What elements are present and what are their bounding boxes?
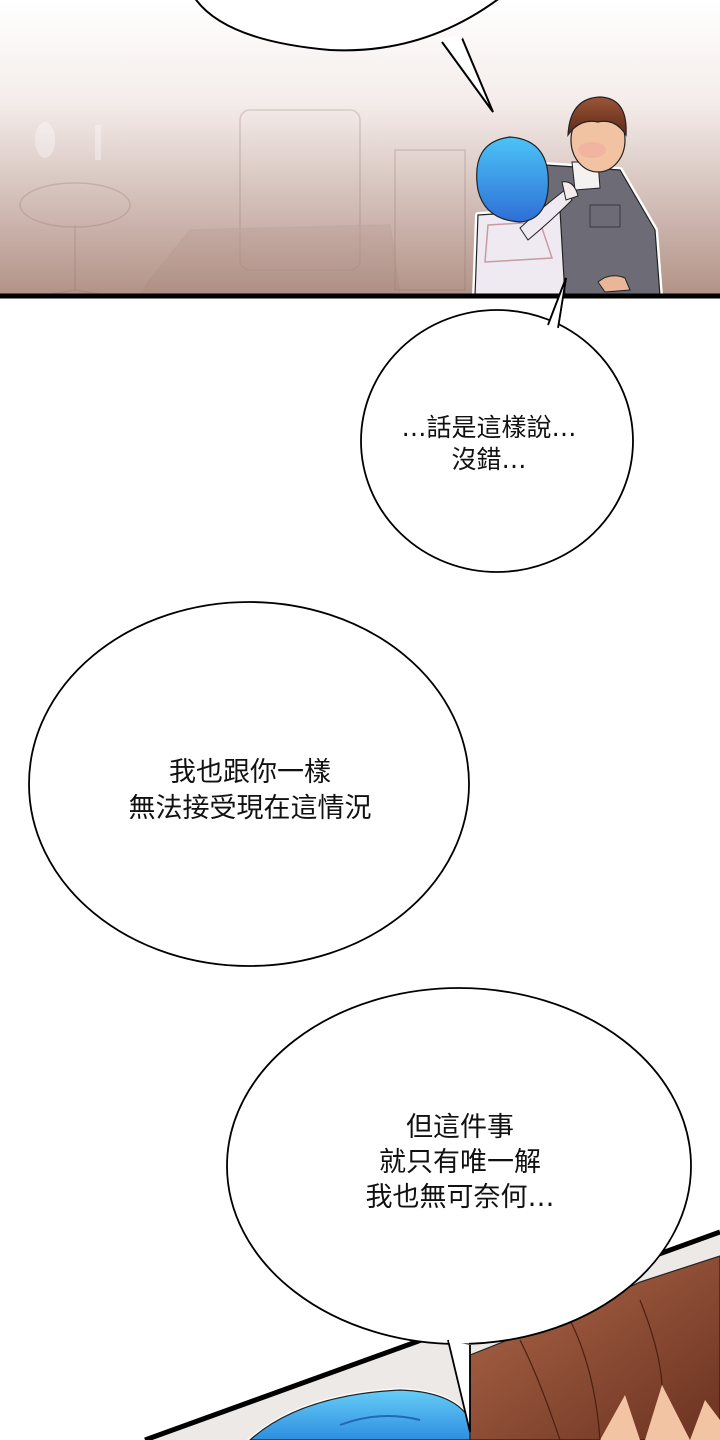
bubble-2-line-1: 我也跟你一樣 xyxy=(169,757,331,788)
speech-bubble-2-text: 我也跟你一樣 無法接受現在這情況 xyxy=(30,755,470,828)
bubble-3-line-1: 但這件事 xyxy=(406,1112,514,1143)
bubble-3-line-3: 我也無可奈何… xyxy=(365,1182,555,1214)
speech-bubble-3-text: 但這件事 就只有唯一解 我也無可奈何… xyxy=(230,1110,690,1215)
bubble-1-line-2: 沒錯… xyxy=(451,445,527,474)
bubble-3-line-2: 就只有唯一解 xyxy=(379,1147,541,1179)
speech-bubble-1-text: …話是這樣說… 沒錯… xyxy=(360,412,618,476)
bubble-1-line-1: …話是這樣說… xyxy=(401,413,577,442)
bubble-2-line-2: 無法接受現在這情況 xyxy=(128,793,372,825)
